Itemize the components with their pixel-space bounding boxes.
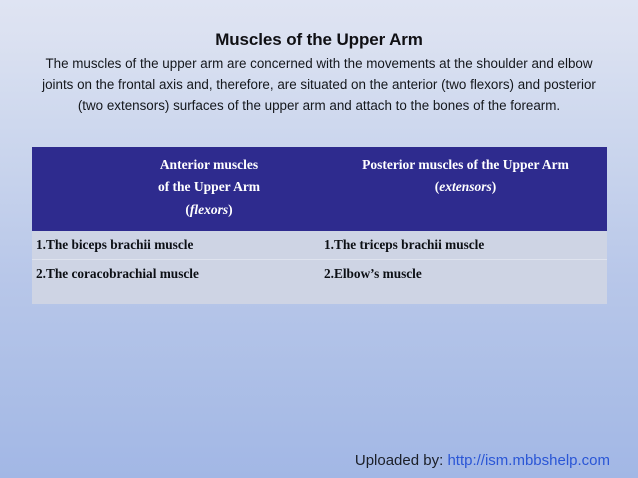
header-anterior-line3: (flexors) <box>98 199 320 221</box>
table-header-cell-anterior: Anterior muscles of the Upper Arm (flexo… <box>32 147 324 231</box>
table-row: 1.The biceps brachii muscle 1.The tricep… <box>32 230 607 260</box>
header-anterior-qualifier: flexors <box>189 201 229 217</box>
paren-open: ( <box>434 179 440 195</box>
table-header-cell-posterior: Posterior muscles of the Upper Arm (exte… <box>324 147 607 231</box>
header-posterior-line1: Posterior muscles of the Upper Arm <box>362 157 569 172</box>
intro-paragraph: The muscles of the upper arm are concern… <box>42 56 596 113</box>
cell-posterior-2: 2.Elbow’s muscle <box>324 259 607 304</box>
cell-anterior-2: 2.The coracobrachial muscle <box>32 259 324 304</box>
header-anterior-line2: of the Upper Arm <box>157 179 261 195</box>
header-posterior-line2: (extensors) <box>328 176 603 198</box>
footer-label: Uploaded by: <box>354 452 444 469</box>
paren-close: ) <box>491 179 497 195</box>
footer-url-link[interactable]: http://ism.mbbshelp.com <box>447 452 610 469</box>
cell-posterior-1: 1.The triceps brachii muscle <box>324 230 607 260</box>
header-anterior-line1: Anterior muscles <box>159 157 259 172</box>
paren-open: ( <box>185 201 190 217</box>
table-row: 2.The coracobrachial muscle 2.Elbow’s mu… <box>32 259 607 304</box>
paren-close: ) <box>228 201 233 217</box>
cell-anterior-1: 1.The biceps brachii muscle <box>32 230 324 260</box>
heading-block: Muscles of the Upper Arm The muscles of … <box>28 30 610 117</box>
footer-credit: Uploaded by: http://ism.mbbshelp.com <box>0 452 610 469</box>
header-posterior-qualifier: extensors <box>439 179 492 195</box>
muscles-table: Anterior muscles of the Upper Arm (flexo… <box>32 147 607 304</box>
page-title: Muscles of the Upper Arm <box>215 30 423 49</box>
table-header-row: Anterior muscles of the Upper Arm (flexo… <box>32 147 607 231</box>
